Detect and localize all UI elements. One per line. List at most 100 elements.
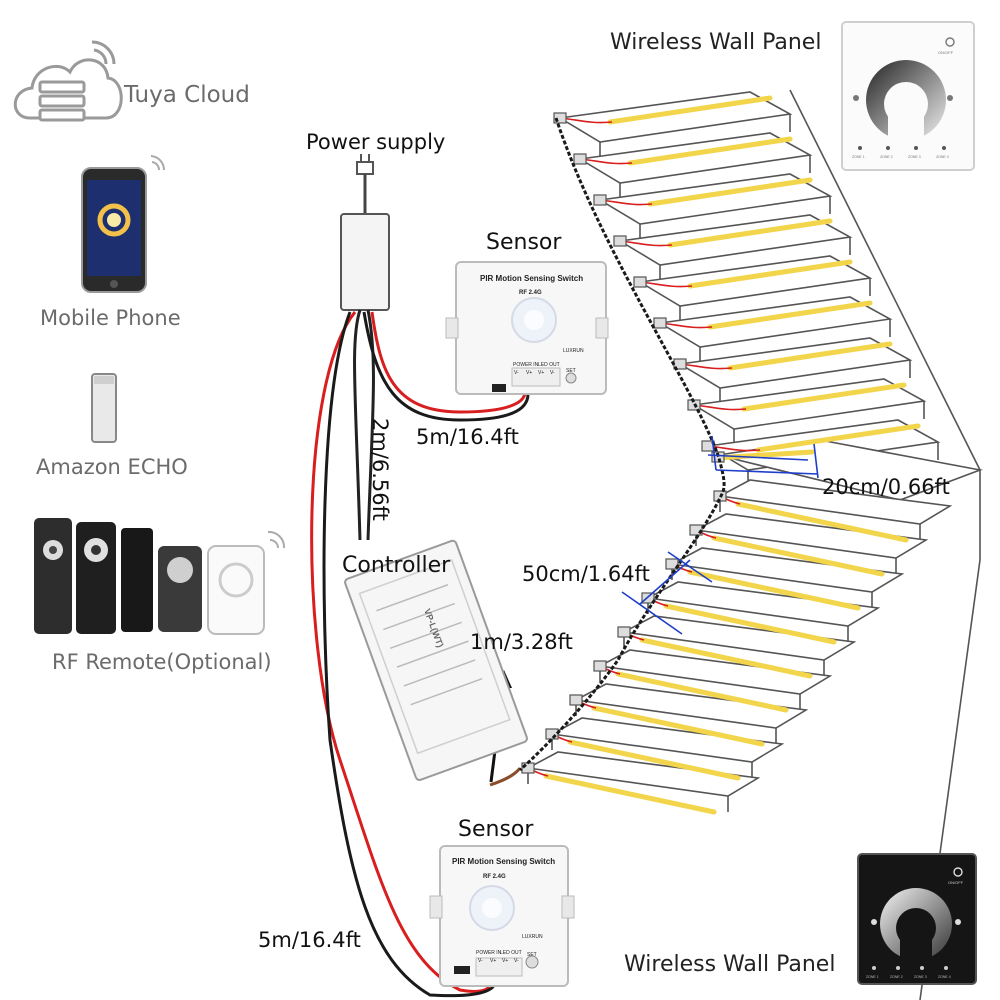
strip-connector bbox=[711, 451, 725, 463]
wall-panel-white bbox=[841, 21, 975, 171]
step-spacing-marker bbox=[621, 551, 713, 635]
led-strips bbox=[527, 95, 921, 815]
led-strip bbox=[741, 382, 907, 412]
wall-panel-bottom-label: Wireless Wall Panel bbox=[624, 952, 836, 977]
wall-panel-top-label: Wireless Wall Panel bbox=[610, 30, 822, 55]
sensor-terminal-label: V+ bbox=[502, 958, 508, 964]
sensor-top-power-in: POWER IN bbox=[513, 362, 539, 368]
sensor-bottom-title: PIR Motion Sensing Switch bbox=[452, 857, 555, 866]
strip-connectors bbox=[521, 112, 727, 774]
strip-connector bbox=[545, 728, 559, 740]
tuya-cloud-label: Tuya Cloud bbox=[124, 82, 250, 108]
led-strip bbox=[711, 535, 885, 577]
stair-step-lower bbox=[621, 615, 857, 661]
led-strip bbox=[687, 259, 853, 289]
wall-panel-zone-label: ZONE 4 bbox=[936, 155, 949, 159]
sensor-top-led-out: LED OUT bbox=[538, 362, 560, 368]
wall-panel-zone-label: ZONE 1 bbox=[852, 155, 865, 159]
sensor-terminal-label: V+ bbox=[490, 958, 496, 964]
sensor-bottom-label: Sensor bbox=[458, 817, 534, 842]
bus-cable bbox=[519, 117, 726, 772]
sensor-terminal-label: V+ bbox=[526, 370, 532, 376]
amazon-echo-label: Amazon ECHO bbox=[36, 455, 188, 479]
mobile-phone-label: Mobile Phone bbox=[40, 306, 181, 330]
sensor-bottom-led-out: LED OUT bbox=[500, 950, 522, 956]
led-strip bbox=[591, 705, 765, 747]
sensor-device-bottom bbox=[429, 845, 575, 987]
led-strip bbox=[615, 671, 789, 713]
sensor-terminal-label: V- bbox=[550, 370, 555, 376]
led-strip bbox=[647, 177, 813, 207]
led-strip bbox=[707, 300, 873, 330]
strip-spacing-marker bbox=[707, 435, 819, 479]
led-strip bbox=[543, 773, 717, 815]
strip-connector bbox=[553, 112, 567, 124]
strip-connector bbox=[613, 235, 627, 247]
strip-connector bbox=[653, 317, 667, 329]
wall-panel-black-onoff: ON/OFF bbox=[948, 880, 964, 885]
stair-step-lower bbox=[717, 479, 953, 525]
strip-connector bbox=[617, 626, 631, 638]
echo-icon bbox=[91, 373, 117, 443]
cable-sensor-top-length: 5m/16.4ft bbox=[416, 425, 519, 449]
sensor-bottom-rf: RF 2.4G bbox=[483, 874, 506, 880]
wiring bbox=[310, 309, 530, 998]
stair-step-lower bbox=[573, 683, 809, 729]
stair-step-lower bbox=[645, 581, 881, 627]
strip-spacing-label: 20cm/0.66ft bbox=[822, 475, 950, 499]
sensor-bottom-set: SET bbox=[527, 952, 537, 958]
rf-remote-label: RF Remote(Optional) bbox=[52, 650, 272, 674]
sensor-terminal-label: V- bbox=[514, 958, 519, 964]
wall-panel-zone-label: ZONE 3 bbox=[908, 155, 921, 159]
power-supply-label: Power supply bbox=[306, 130, 446, 154]
led-strip bbox=[639, 637, 813, 679]
strip-connector bbox=[573, 153, 587, 165]
sensor-top-luxrun: LUXRUN bbox=[563, 348, 584, 354]
cloud-icon bbox=[13, 40, 123, 122]
sensor-device-top bbox=[445, 261, 609, 395]
wall-panel-zone-label: ZONE 1 bbox=[866, 975, 879, 979]
strip-connector bbox=[593, 660, 607, 672]
led-strip bbox=[627, 136, 793, 166]
strip-connector bbox=[665, 558, 679, 570]
cable-controller-length: 1m/3.28ft bbox=[470, 630, 573, 654]
controller-device bbox=[344, 539, 528, 781]
strip-connector bbox=[701, 440, 715, 452]
led-strip bbox=[567, 739, 741, 781]
sensor-terminal-label: V+ bbox=[538, 370, 544, 376]
rf-remote-icons bbox=[34, 518, 286, 635]
led-strip bbox=[687, 569, 861, 611]
strip-connector bbox=[633, 276, 647, 288]
wall-panel-zone-label: ZONE 2 bbox=[890, 975, 903, 979]
sensor-top-label: Sensor bbox=[486, 230, 562, 255]
sensor-terminal-label: V- bbox=[514, 370, 519, 376]
power-supply-device bbox=[340, 154, 390, 311]
sensor-top-set: SET bbox=[566, 368, 576, 374]
strip-connector bbox=[569, 694, 583, 706]
wall-panel-zone-label: ZONE 4 bbox=[938, 975, 951, 979]
stair-step-lower bbox=[549, 717, 785, 763]
sensor-bottom-power-in: POWER IN bbox=[476, 950, 502, 956]
stair-step-lower bbox=[693, 513, 929, 559]
wall-panel-black bbox=[857, 853, 977, 985]
led-strip bbox=[607, 95, 773, 125]
sensor-top-rf: RF 2.4G bbox=[519, 290, 542, 296]
stair-step-lower bbox=[525, 751, 761, 797]
wall-panel-white-onoff: ON/OFF bbox=[938, 50, 954, 55]
led-strip bbox=[755, 423, 921, 453]
phone-icon bbox=[81, 155, 166, 293]
sensor-bottom-luxrun: LUXRUN bbox=[522, 934, 543, 940]
led-strip bbox=[727, 341, 893, 371]
led-strip bbox=[667, 218, 833, 248]
strip-connector bbox=[593, 194, 607, 206]
cable-sensor-bottom-length: 5m/16.4ft bbox=[258, 928, 361, 952]
stair-step-lower bbox=[597, 649, 833, 695]
led-strip bbox=[735, 501, 909, 543]
strip-connector bbox=[689, 524, 703, 536]
led-strip bbox=[663, 603, 837, 645]
controller-label: Controller bbox=[342, 553, 451, 578]
sensor-top-title: PIR Motion Sensing Switch bbox=[480, 274, 583, 283]
cable-power-length: 2m/6.56ft bbox=[368, 418, 392, 521]
